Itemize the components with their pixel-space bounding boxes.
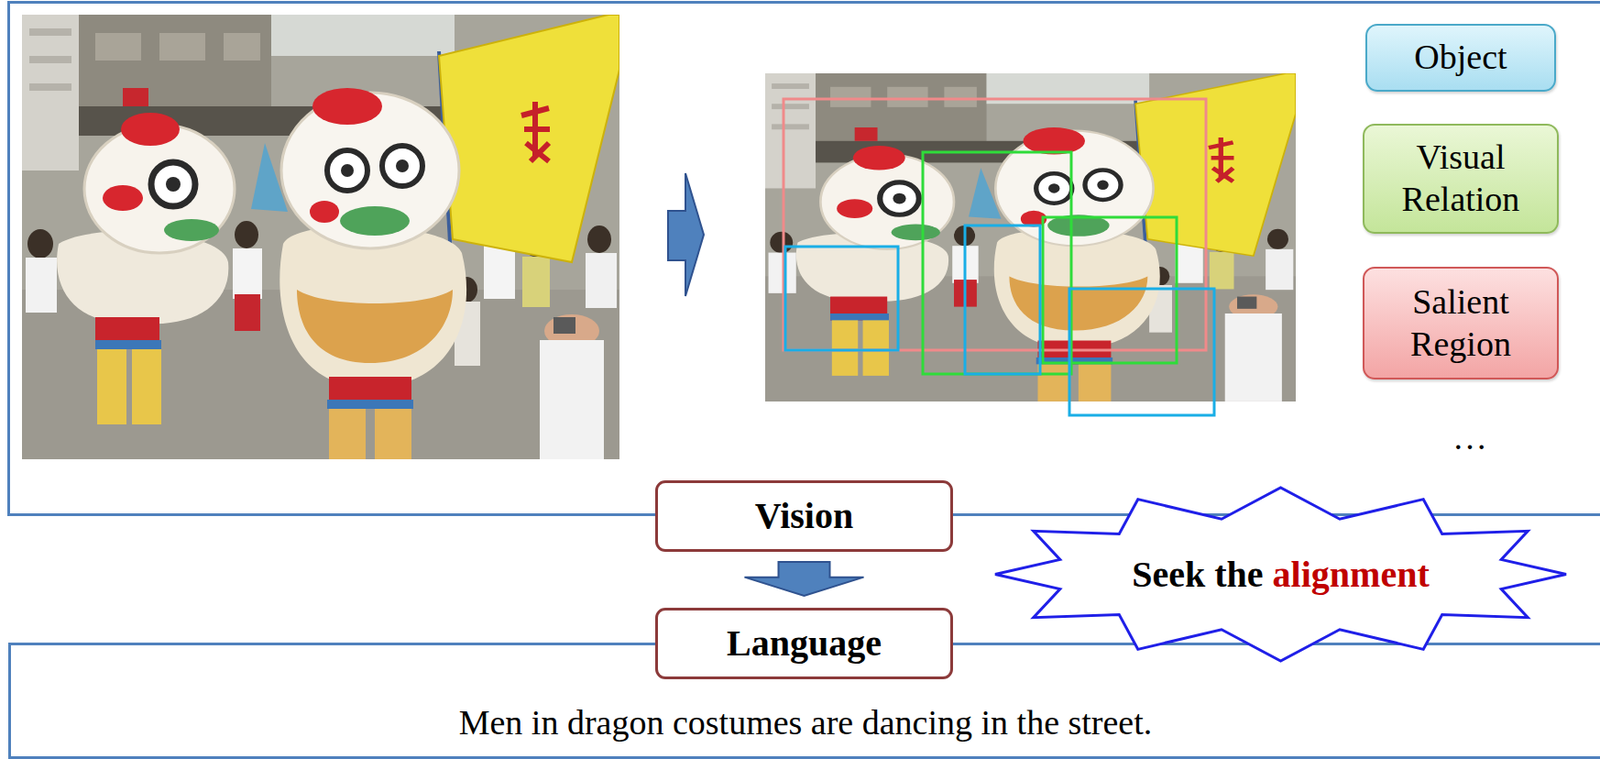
node-content: Visual Relation <box>1375 136 1546 220</box>
modality-box: Vision <box>655 480 954 552</box>
modality-box: Language <box>655 607 954 680</box>
caption-sentence: Men in dragon costumes are dancing in th… <box>459 701 1153 745</box>
node-label: Object <box>1413 36 1507 79</box>
category-pill: Salient Region <box>1362 266 1559 380</box>
callout-star: Seek thealignment <box>995 487 1567 661</box>
object-box <box>1069 288 1215 416</box>
annotated-photo <box>765 73 1296 402</box>
star-outline <box>995 487 1567 661</box>
node-label: Seek the <box>1131 552 1263 597</box>
node-content: Language <box>726 621 882 666</box>
category-pill: Object <box>1365 23 1557 92</box>
category-pill: Visual Relation <box>1362 123 1559 234</box>
node-content: Seek thealignment <box>1131 552 1429 597</box>
node-label: Visual Relation <box>1375 136 1546 220</box>
node-label: Salient Region <box>1375 281 1546 365</box>
block-arrow <box>745 561 865 596</box>
process-arrow <box>668 173 704 296</box>
vision-panel <box>9 2 1600 516</box>
region-boxes <box>783 98 1215 416</box>
ellipsis-label: … <box>1452 416 1488 460</box>
object-box <box>785 246 899 351</box>
node-label: Vision <box>755 493 854 538</box>
input-photo <box>21 14 620 460</box>
node-content: Vision <box>755 493 854 538</box>
node-content: Men in dragon costumes are dancing in th… <box>459 701 1153 745</box>
relation-box <box>922 152 1072 374</box>
node-content: Object <box>1413 36 1507 79</box>
node-content: Salient Region <box>1375 281 1546 365</box>
object-box <box>964 225 1041 374</box>
node-label: alignment <box>1272 552 1430 597</box>
node-label: Language <box>726 621 882 666</box>
